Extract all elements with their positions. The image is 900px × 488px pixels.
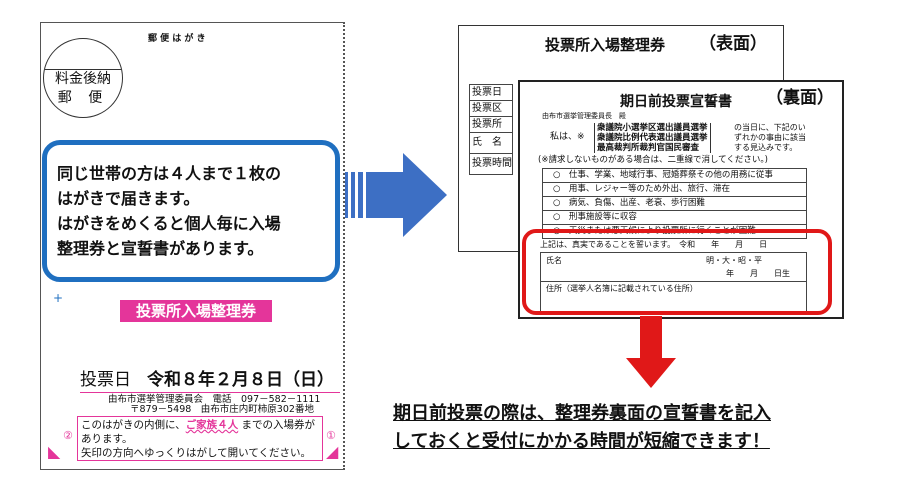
step-1-mark: ① [326, 429, 336, 442]
ticket-label: 投票所入場整理券 [120, 300, 272, 322]
front-row: 投票所 [469, 116, 513, 132]
instruction-note: このはがきの内側に、ご家族４人 までの入場券が あります。 矢印の方向へゆっくり… [77, 416, 323, 461]
callout-line: 同じ世帯の方は４人まで１枚の [57, 164, 282, 183]
note-text: までの入場券が [238, 419, 316, 431]
front-row: 投票時間 [469, 153, 513, 175]
ticket-back: 期日前投票宣誓書 （裏面） 由布市選挙管理委員長 殿 私は、※ 衆議院小選挙区選… [518, 80, 844, 319]
back-side-label: （裏面） [766, 88, 834, 108]
front-rows: 投票日 投票区 投票所 氏 名 投票時間 [469, 84, 513, 175]
reason-item: ○ 病気、負傷、出産、老衰、歩行困難 [542, 196, 807, 210]
callout-box: 同じ世帯の方は４人まで１枚の はがきで届きます。 はがきをめくると個人毎に入場 … [42, 140, 340, 282]
crosshair-mark: + [53, 291, 64, 305]
postcard-header: 郵 便 は が き [148, 34, 206, 44]
front-row: 投票日 [469, 84, 513, 100]
back-title: 期日前投票宣誓書 [620, 94, 732, 110]
note-text: あります。 [81, 433, 133, 445]
office-address: 由布市選挙管理委員会 電話 097－582－1111 [108, 394, 321, 405]
suffix-line: する見込みです。 [734, 143, 798, 152]
down-arrow-icon [626, 316, 676, 388]
reason-item: ○ 刑事施設等に収容 [542, 210, 807, 224]
birth-date-field: 年 月 日生 [726, 269, 790, 278]
election-item: 衆議院比例代表選出議員選挙 [597, 133, 708, 143]
reason-item: ○ 用事、レジャー等のため外出、旅行、滞在 [542, 182, 807, 196]
peel-arrow-right-icon: ◢ [326, 442, 339, 461]
note-highlight: ご家族４人 [185, 419, 239, 431]
suffix-line: の当日に、下記のい [734, 123, 806, 132]
vote-date: 投票日令和８年２月８日（日） [80, 370, 340, 393]
election-item: 最高裁判所裁判官国民審査 [597, 143, 700, 153]
postcard [40, 22, 345, 470]
front-side-label: （表面） [699, 34, 767, 54]
election-list: 衆議院小選挙区選出議員選挙 衆議院比例代表選出議員選挙 最高裁判所裁判官国民審査 [594, 123, 711, 153]
instruction: (※請求しないものがある場合は、二重線で消してください。) [538, 155, 768, 165]
suffix-line: ずれかの事由に該当 [734, 133, 806, 142]
era-options: 明・大・昭・平 [706, 256, 762, 265]
addressee: 由布市選挙管理委員長 殿 [542, 112, 626, 120]
election-suffix: の当日に、下記のい ずれかの事由に該当 する見込みです。 [734, 123, 806, 153]
postage-stamp-mark: 料金後納 郵 便 [43, 38, 123, 118]
callout-line: 整理券と宣誓書があります。 [57, 239, 264, 258]
step-2-mark: ② [63, 429, 73, 442]
note-text: 矢印の方向へゆっくりはがして開いてください。 [81, 447, 312, 459]
stamp-line2: 郵 便 [57, 90, 109, 106]
name-field: 氏名 [546, 256, 562, 265]
callout-line: はがきをめくると個人毎に入場 [57, 214, 281, 233]
caption: 期日前投票の際は、整理券裏面の宣誓書を記入 しておくと受付にかかる時間が短縮でき… [393, 400, 771, 456]
caption-line: 期日前投票の際は、整理券裏面の宣誓書を記入 [393, 403, 771, 424]
note-text: このはがきの内側に、 [81, 419, 186, 431]
vote-day-value: 令和８年２月８日（日） [147, 370, 334, 390]
stamp-line1: 料金後納 [55, 71, 111, 87]
peel-arrow-left-icon: ◣ [48, 442, 61, 461]
front-title: 投票所入場整理券 [545, 36, 666, 54]
election-item: 衆議院小選挙区選出議員選挙 [597, 123, 708, 133]
office-postal: 〒879－5498 由布市庄内町柿原302番地 [130, 404, 314, 415]
address-field: 住所（選挙人名簿に記載されている住所） [546, 284, 698, 293]
reason-item: ○ 仕事、学業、地域行事、冠婚葬祭その他の用務に従事 [542, 168, 807, 182]
oath-line: 上記は、真実であることを誓います。 令和 年 月 日 [540, 240, 768, 249]
highlight-oath-box [522, 229, 832, 315]
declarant-text: 私は、※ [550, 132, 585, 142]
vote-day-label: 投票日 [80, 370, 131, 390]
front-row: 氏 名 [469, 132, 513, 153]
callout-line: はがきで届きます。 [57, 189, 200, 208]
front-row: 投票区 [469, 100, 513, 116]
caption-line: しておくと受付にかかる時間が短縮できます！ [393, 431, 770, 452]
right-arrow-icon [345, 153, 447, 237]
